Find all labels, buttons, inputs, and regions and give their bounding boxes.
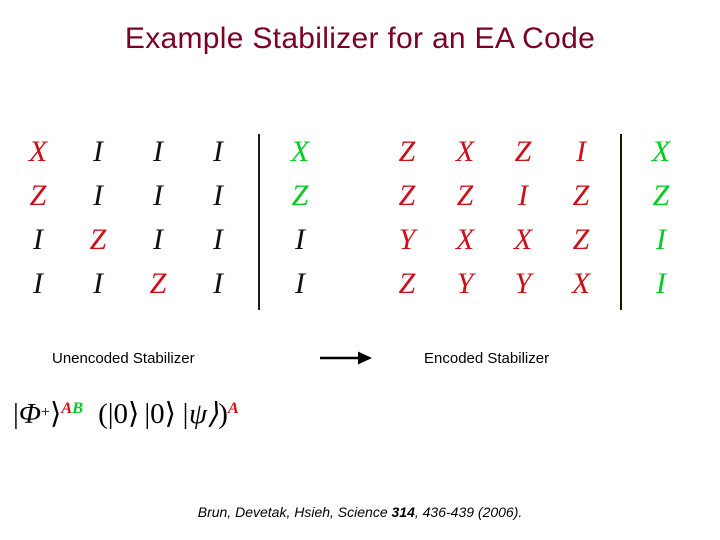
pauli-cell: Z (398, 267, 416, 300)
pauli-cell: Z (398, 135, 416, 168)
matrix-column: I I I Z (128, 130, 188, 320)
matrix-partition-divider (258, 134, 260, 310)
paren-open: ( (98, 398, 108, 430)
citation-volume: 314 (391, 504, 415, 520)
pauli-cell: I (93, 135, 103, 168)
encoded-ancilla-column: X Z I I (632, 130, 690, 320)
citation-reference: Brun, Devetak, Hsieh, Science 314, 436-4… (0, 504, 720, 520)
pauli-cell: X (290, 135, 310, 168)
phi-symbol: Φ (18, 398, 41, 430)
pauli-cell: I (656, 223, 666, 256)
unencoded-ancilla-column: X Z I I (270, 130, 330, 320)
pauli-cell: X (455, 223, 475, 256)
plus-superscript: + (40, 402, 51, 421)
pauli-cell: Z (572, 223, 590, 256)
pauli-cell: I (213, 179, 223, 212)
ket-zero-a: |0⟩ (107, 398, 140, 430)
pauli-cell: X (28, 135, 48, 168)
input-state-group: (|0⟩|0⟩|ψ⟩)A (97, 398, 240, 430)
ket-open-bar: | (13, 398, 19, 430)
matrix-column: X Z X Y (436, 130, 494, 320)
quantum-state-formula: |Φ+⟩AB(|0⟩|0⟩|ψ⟩)A (12, 396, 240, 431)
page-title: Example Stabilizer for an EA Code (124, 22, 596, 55)
pauli-cell: X (455, 135, 475, 168)
pauli-cell: Y (514, 267, 532, 300)
pauli-cell: I (93, 179, 103, 212)
pauli-cell: X (571, 267, 591, 300)
pauli-cell: Y (456, 267, 474, 300)
label-b-superscript: B (72, 398, 84, 417)
pauli-cell: Z (572, 179, 590, 212)
ket-zero-b: |0⟩ (144, 398, 176, 430)
label-a-superscript: A (61, 398, 73, 417)
pauli-cell: I (213, 135, 223, 168)
pauli-cell: Z (29, 179, 47, 212)
ket-psi: |ψ⟩ (180, 398, 219, 430)
matrix-column: X Z I I (270, 130, 330, 320)
pauli-cell: Z (291, 179, 309, 212)
matrix-column: I I I I (188, 130, 248, 320)
matrix-column: I Z Z X (552, 130, 610, 320)
matrix-column: I I Z I (68, 130, 128, 320)
pauli-cell: I (295, 223, 305, 256)
label-a-superscript: A (227, 398, 239, 417)
pauli-cell: Z (456, 179, 474, 212)
matrix-column: Z Z Y Z (378, 130, 436, 320)
matrix-column: Z I X Y (494, 130, 552, 320)
stabilizer-equation-area: X Z I I I I Z I I I I Z I I I I (0, 130, 720, 365)
unencoded-main-columns: X Z I I I I Z I I I I Z I I I I (8, 130, 248, 320)
pauli-cell: I (213, 267, 223, 300)
matrix-partition-divider (620, 134, 622, 310)
pauli-cell: I (656, 267, 666, 300)
encoded-stabilizer-matrix: Z Z Y Z X Z X Y Z I X Y I Z Z X (378, 130, 690, 320)
unencoded-stabilizer-matrix: X Z I I I I Z I I I I Z I I I I (8, 130, 330, 320)
unencoded-stabilizer-caption: Unencoded Stabilizer (52, 350, 195, 367)
pauli-cell: I (33, 223, 43, 256)
pauli-cell: I (295, 267, 305, 300)
pauli-cell: I (518, 179, 528, 212)
pauli-cell: Z (514, 135, 532, 168)
pauli-cell: X (513, 223, 533, 256)
matrix-column: X Z I I (632, 130, 690, 320)
pauli-cell: I (153, 179, 163, 212)
pauli-cell: I (33, 267, 43, 300)
pauli-cell: X (651, 135, 671, 168)
pauli-cell: Z (89, 223, 107, 256)
pauli-cell: Z (652, 179, 670, 212)
pauli-cell: Z (149, 267, 167, 300)
citation-pages: , 436-439 (2006). (414, 504, 523, 520)
encoded-main-columns: Z Z Y Z X Z X Y Z I X Y I Z Z X (378, 130, 610, 320)
right-arrow-icon (320, 348, 372, 368)
pauli-cell: Y (398, 223, 416, 256)
pauli-cell: Z (398, 179, 416, 212)
bell-state-ket: |Φ+⟩AB (12, 398, 84, 430)
pauli-cell: I (153, 223, 163, 256)
pauli-cell: I (153, 135, 163, 168)
pauli-cell: I (576, 135, 586, 168)
citation-authors: Brun, Devetak, Hsieh, Science (197, 504, 392, 520)
matrix-column: X Z I I (8, 130, 68, 320)
encoded-stabilizer-caption: Encoded Stabilizer (424, 350, 550, 367)
pauli-cell: I (213, 223, 223, 256)
paren-close: ) (218, 398, 228, 430)
pauli-cell: I (93, 267, 103, 300)
ket-close-bracket: ⟩ (50, 398, 62, 430)
